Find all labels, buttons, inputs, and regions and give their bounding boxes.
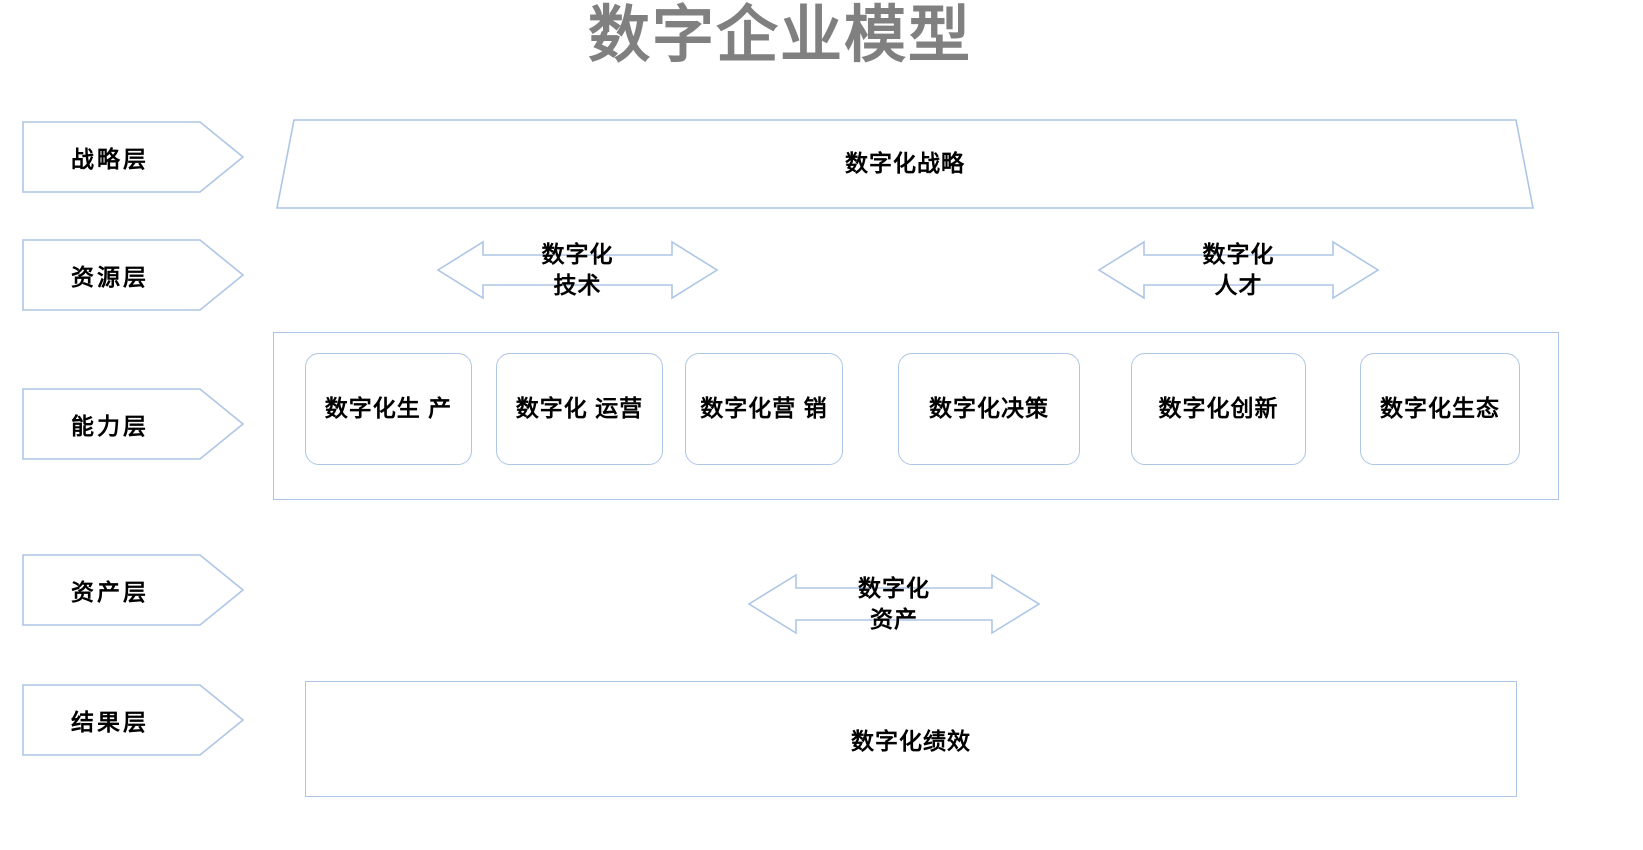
layer-label-text: 资产层 [71, 579, 149, 605]
asset-layer-shape[interactable]: 数字化 资产 [747, 560, 1041, 648]
result-layer-shape[interactable]: 数字化绩效 [305, 681, 1517, 797]
layer-label-asset[interactable]: 资产层 [22, 554, 245, 626]
chevron-shape-icon [22, 388, 245, 460]
asset-layer-label: 数字化 资产 [858, 574, 930, 632]
chevron-shape-icon [22, 684, 245, 756]
resource-item-tech-label: 数字化 技术 [541, 240, 614, 298]
capability-item-marketing[interactable]: 数字化营 销 [685, 353, 843, 465]
layer-label-resource[interactable]: 资源层 [22, 239, 245, 311]
layer-label-strategy[interactable]: 战略层 [22, 121, 245, 193]
trapezoid-shape-icon [276, 119, 1534, 209]
capability-item-operation[interactable]: 数字化 运营 [496, 353, 663, 465]
chevron-shape-icon [22, 554, 245, 626]
layer-label-capability[interactable]: 能力层 [22, 388, 245, 460]
strategy-layer-label: 数字化战略 [845, 150, 965, 177]
layer-label-text: 战略层 [71, 146, 149, 172]
left-right-arrow-shape-icon [1097, 240, 1380, 300]
capability-item-decision[interactable]: 数字化决策 [898, 353, 1080, 465]
chevron-shape-icon [22, 239, 245, 311]
resource-item-talent[interactable]: 数字化 人才 [1097, 228, 1380, 312]
capability-item-production[interactable]: 数字化生 产 [305, 353, 472, 465]
left-right-arrow-shape-icon [747, 573, 1041, 635]
capability-item-innovation[interactable]: 数字化创新 [1131, 353, 1306, 465]
layer-label-text: 结果层 [71, 709, 149, 735]
strategy-layer-shape[interactable]: 数字化战略 [276, 119, 1534, 209]
layer-label-text: 资源层 [71, 264, 149, 290]
chevron-shape-icon [22, 121, 245, 193]
layer-label-result[interactable]: 结果层 [22, 684, 245, 756]
resource-item-talent-label: 数字化 人才 [1202, 240, 1275, 298]
layer-label-text: 能力层 [71, 413, 149, 439]
left-right-arrow-shape-icon [436, 240, 719, 300]
resource-item-tech[interactable]: 数字化 技术 [436, 228, 719, 312]
capability-item-ecology[interactable]: 数字化生态 [1360, 353, 1520, 465]
page-title: 数字企业模型 [587, 1, 972, 70]
